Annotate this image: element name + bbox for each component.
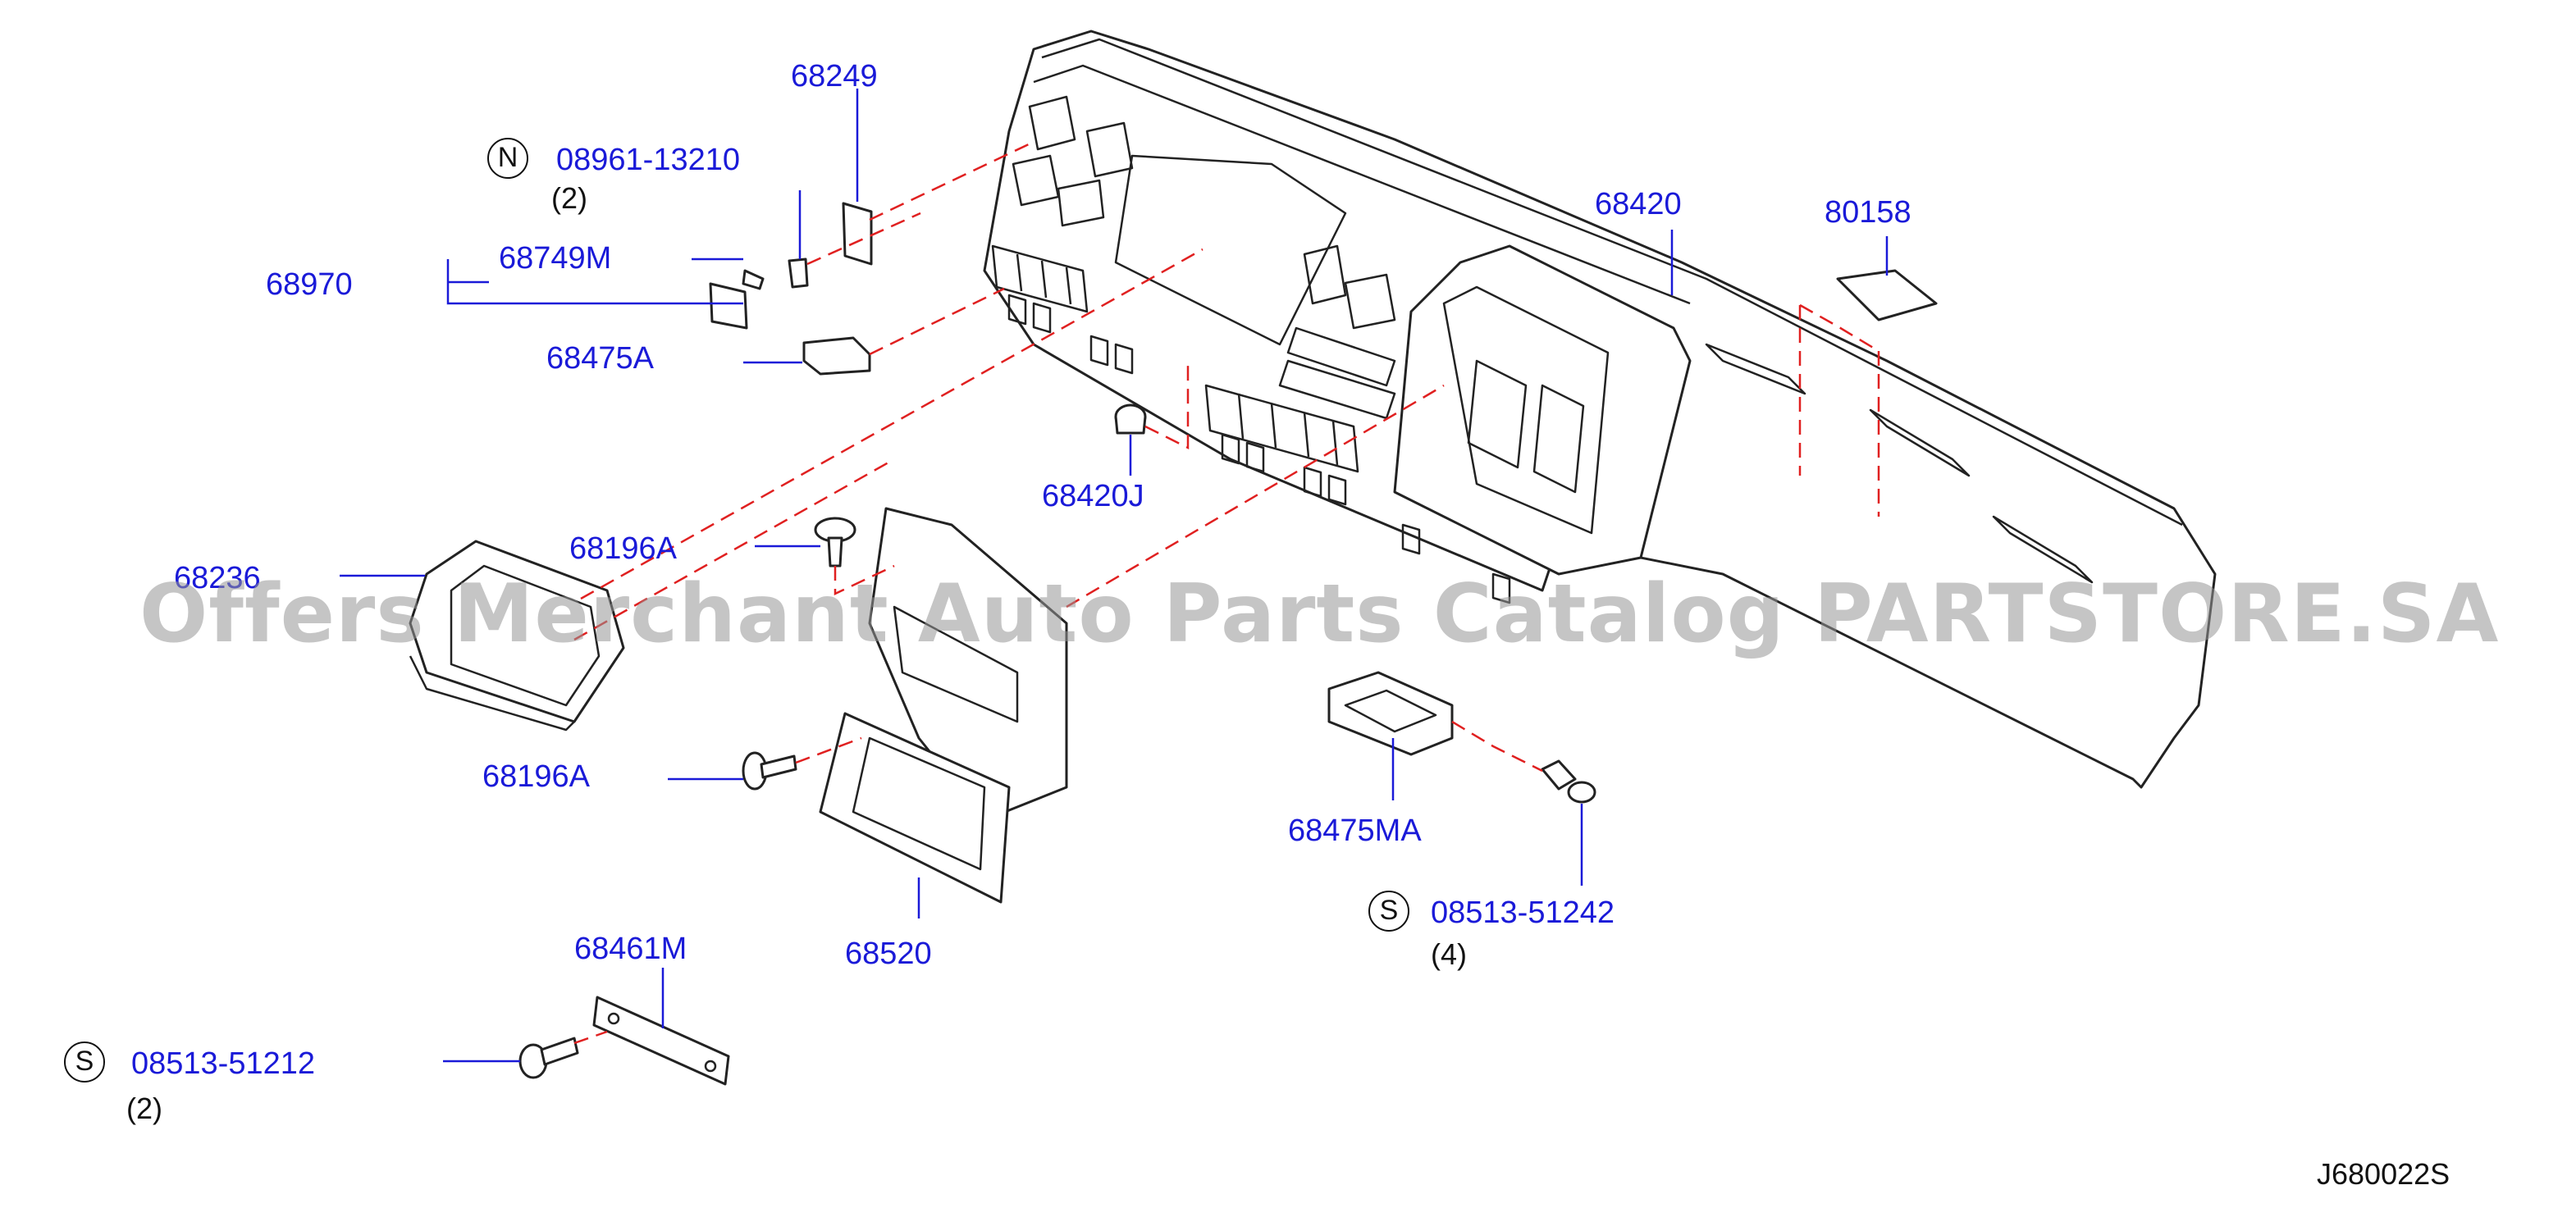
label-68475A[interactable]: 68475A xyxy=(546,341,655,376)
part-68461M-shape xyxy=(592,996,730,1086)
leader-lines xyxy=(340,89,1889,1063)
label-68236[interactable]: 68236 xyxy=(174,561,261,595)
part-68520-shape xyxy=(819,507,1068,904)
part-68970-switch xyxy=(709,282,748,330)
part-68196A-screw-top xyxy=(814,517,856,567)
part-68249-shape xyxy=(842,202,873,266)
label-68196A-top[interactable]: 68196A xyxy=(569,531,678,566)
qty-08961-13210: (2) xyxy=(551,181,587,215)
label-68475MA[interactable]: 68475MA xyxy=(1288,814,1422,848)
badge-n: N xyxy=(487,138,528,179)
label-68249[interactable]: 68249 xyxy=(791,59,878,93)
part-68475MA-shape xyxy=(1327,671,1454,756)
part-08513-51212-bolt xyxy=(518,1037,579,1079)
qty-08513-51242: (4) xyxy=(1431,937,1467,971)
part-68749M-clip xyxy=(742,269,765,290)
qty-08513-51212: (2) xyxy=(126,1092,162,1125)
part-80158-shape xyxy=(1836,269,1938,321)
part-68236-shape xyxy=(409,540,625,732)
guide-lines xyxy=(573,141,1880,1045)
badge-s-51242: S xyxy=(1368,891,1409,932)
label-08513-51212[interactable]: 08513-51212 xyxy=(131,1046,315,1081)
diagram-code: J680022S xyxy=(2317,1157,2450,1191)
label-68520[interactable]: 68520 xyxy=(845,937,932,971)
label-68420J[interactable]: 68420J xyxy=(1042,479,1144,513)
label-68970[interactable]: 68970 xyxy=(266,267,353,302)
part-08961-clip xyxy=(788,258,809,289)
part-68420J-shape xyxy=(1114,403,1147,435)
part-08513-51242-bolt xyxy=(1541,759,1596,804)
label-68196A-bottom[interactable]: 68196A xyxy=(482,759,591,794)
badge-s-51212: S xyxy=(64,1042,105,1083)
label-68461M[interactable]: 68461M xyxy=(574,932,687,966)
watermark: Offers Merchant Auto Parts Catalog PARTS… xyxy=(139,567,2500,661)
part-68475A-shape xyxy=(802,336,871,376)
label-08961-13210[interactable]: 08961-13210 xyxy=(556,143,740,177)
label-08513-51242[interactable]: 08513-51242 xyxy=(1431,896,1615,930)
part-68196A-screw-bottom xyxy=(742,751,797,791)
label-80158[interactable]: 80158 xyxy=(1825,195,1911,230)
label-68420[interactable]: 68420 xyxy=(1595,187,1682,221)
instrument-panel-68420 xyxy=(983,30,2217,789)
label-68749M[interactable]: 68749M xyxy=(499,241,612,276)
